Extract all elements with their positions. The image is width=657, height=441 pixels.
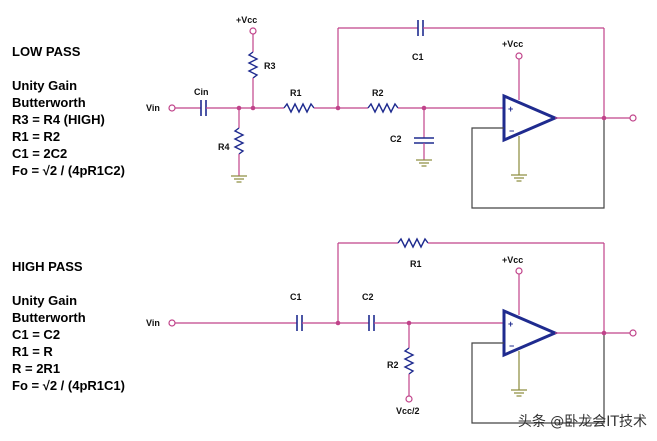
high-pass-circuit: Vin C1 R1 C2 R2 Vcc/2 +Vcc	[146, 237, 637, 424]
lp-node	[335, 105, 341, 111]
high-pass-note: C1 = C2	[12, 327, 61, 342]
lp-r4-label: R4	[218, 142, 230, 152]
low-pass-note: Unity Gain	[12, 78, 78, 93]
high-pass-note: Fo = √2 / (4pR1C1)	[12, 378, 125, 393]
hp-c1-capacitor	[296, 315, 303, 331]
lp-feedback-wire	[471, 118, 605, 209]
lp-vcc-amp-label: +Vcc	[502, 39, 523, 49]
hp-node	[601, 330, 607, 336]
lp-ground-symbol	[415, 159, 433, 167]
lp-r1-label: R1	[290, 88, 302, 98]
hp-r2-label: R2	[387, 360, 399, 370]
hp-c1-label: C1	[290, 292, 302, 302]
hp-ground-symbol	[510, 389, 528, 397]
low-pass-note: Fo = √2 / (4pR1C2)	[12, 163, 125, 178]
low-pass-notes: LOW PASS Unity Gain Butterworth R3 = R4 …	[12, 43, 125, 179]
lp-op-amp-plus: +	[508, 104, 513, 114]
lp-output-terminal	[629, 114, 637, 122]
lp-r2-resistor	[367, 102, 399, 114]
lp-node	[601, 115, 607, 121]
hp-op-amp	[502, 308, 559, 358]
high-pass-title: HIGH PASS	[12, 259, 83, 274]
hp-c2-label: C2	[362, 292, 374, 302]
lp-r2-label: R2	[372, 88, 384, 98]
lp-node	[236, 105, 242, 111]
lp-vin-terminal	[168, 104, 176, 112]
high-pass-note: R1 = R	[12, 344, 53, 359]
watermark: 头条 @卧龙会IT技术	[517, 414, 647, 430]
lp-node	[421, 105, 427, 111]
hp-vcc-half-terminal	[405, 395, 413, 403]
low-pass-note: Butterworth	[12, 95, 86, 110]
hp-output-terminal	[629, 329, 637, 337]
lp-c1-capacitor	[417, 20, 424, 36]
lp-vin-label: Vin	[146, 103, 160, 113]
lp-ground-symbol	[510, 174, 528, 182]
low-pass-note: R3 = R4 (HIGH)	[12, 112, 105, 127]
hp-r1-resistor	[397, 237, 429, 249]
hp-op-amp-minus: −	[509, 341, 514, 351]
hp-c2-capacitor	[368, 315, 375, 331]
lp-c1-label: C1	[412, 52, 424, 62]
lp-op-amp	[502, 93, 559, 143]
hp-r1-label: R1	[410, 259, 422, 269]
hp-r2-resistor	[403, 347, 415, 375]
lp-ground-symbol	[230, 175, 248, 183]
lp-vcc-amp-terminal	[515, 52, 523, 60]
low-pass-note: R1 = R2	[12, 129, 61, 144]
lp-cin-capacitor	[200, 100, 207, 116]
high-pass-note: Butterworth	[12, 310, 86, 325]
hp-vcc-amp-label: +Vcc	[502, 255, 523, 265]
lp-op-amp-minus: −	[509, 126, 514, 136]
lp-vcc-top-label: +Vcc	[236, 15, 257, 25]
hp-vcc-half-label: Vcc/2	[396, 406, 420, 416]
hp-vin-label: Vin	[146, 318, 160, 328]
lp-r4-resistor	[233, 127, 245, 155]
low-pass-title: LOW PASS	[12, 44, 81, 59]
lp-r3-label: R3	[264, 61, 276, 71]
hp-vin-terminal	[168, 319, 176, 327]
low-pass-note: C1 = 2C2	[12, 146, 68, 161]
high-pass-note: Unity Gain	[12, 293, 78, 308]
hp-op-amp-plus: +	[508, 319, 513, 329]
lp-c2-capacitor	[414, 137, 434, 144]
hp-node	[406, 320, 412, 326]
low-pass-circuit: Vin Cin +Vcc R3 R4 R1	[146, 15, 637, 209]
lp-cin-label: Cin	[194, 87, 209, 97]
lp-node	[250, 105, 256, 111]
lp-r3-resistor	[247, 51, 259, 79]
high-pass-note: R = 2R1	[12, 361, 61, 376]
hp-vcc-amp-terminal	[515, 267, 523, 275]
high-pass-notes: HIGH PASS Unity Gain Butterworth C1 = C2…	[12, 258, 125, 394]
lp-c2-label: C2	[390, 134, 402, 144]
hp-feedback-wire	[471, 333, 605, 424]
hp-node	[335, 320, 341, 326]
lp-r1-resistor	[283, 102, 315, 114]
lp-vcc-top-terminal	[249, 27, 257, 35]
